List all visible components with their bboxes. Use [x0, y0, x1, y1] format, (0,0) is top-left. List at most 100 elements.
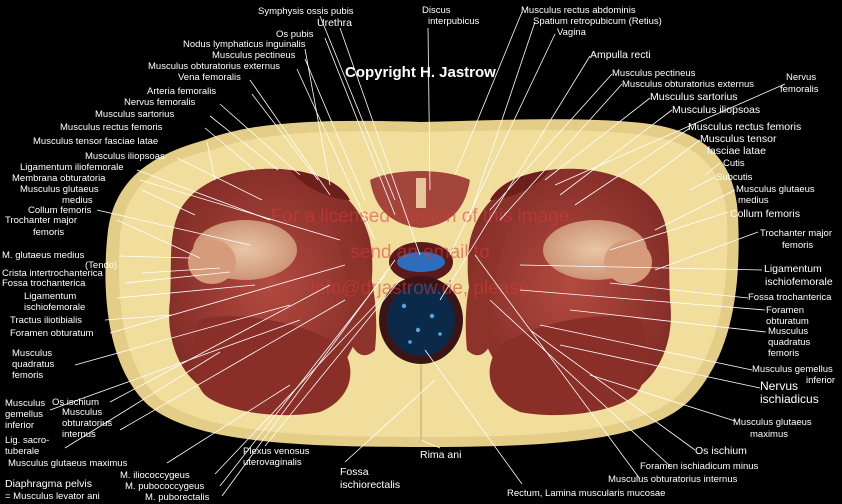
- label-cutis: Cutis: [723, 158, 745, 169]
- label-glutaeus-maximus-left: Musculus glutaeus maximus: [8, 458, 128, 469]
- label-urethra: Urethra: [317, 17, 352, 29]
- right-levator-band: [465, 230, 507, 356]
- label-spatium-retropubicum: Spatium retropubicum (Retius): [533, 16, 662, 27]
- label-vena-femoralis: Vena femoralis: [178, 72, 241, 83]
- label-discus-interpubicus-2: interpubicus: [428, 16, 479, 27]
- label-rima-ani: Rima ani: [420, 449, 461, 461]
- label-subcutis: Subcutis: [716, 172, 753, 183]
- left-levator-band: [335, 230, 377, 356]
- label-tractus-iliotibialis: Tractus iliotibialis: [10, 315, 82, 326]
- label-fossa-trochanterica-left: Fossa trochanterica: [2, 278, 86, 289]
- label-trochanter-major-left-1: Trochanter major: [5, 215, 77, 226]
- label-gemellus-inferior-left-2: gemellus: [5, 409, 43, 420]
- label-obturatorius-internus-left-2: obturatorius: [62, 418, 112, 429]
- label-quadratus-femoris-left-2: quadratus: [12, 359, 55, 370]
- label-trochanter-major-right-2: femoris: [782, 240, 813, 251]
- right-anterior-vessels: [490, 170, 550, 200]
- watermark-line-2: send an email to: [350, 242, 489, 263]
- label-rectus-femoris-right: Musculus rectus femoris: [688, 121, 801, 133]
- label-lig-sacrotuberale-1: Lig. sacro-: [5, 435, 49, 446]
- label-iliopsoas-right: Musculus iliopsoas: [672, 104, 760, 116]
- label-os-ischium-left: Os ischium: [52, 397, 99, 408]
- label-pectineus-right: Musculus pectineus: [612, 68, 696, 79]
- label-puborectalis: M. puborectalis: [145, 492, 210, 503]
- label-foramen-obturatum-right-2: obturatum: [766, 316, 809, 327]
- label-os-pubis: Os pubis: [276, 29, 314, 40]
- label-ligamentum-ischiofemorale-left-1: Ligamentum: [24, 291, 76, 302]
- label-rectus-abdominis: Musculus rectus abdominis: [521, 5, 636, 16]
- label-collum-femoris-right: Collum femoris: [730, 208, 800, 220]
- label-obturatorius-internus-left-3: internus: [62, 429, 96, 440]
- label-nervus-femoralis-left: Nervus femoralis: [124, 97, 196, 108]
- rectum-content-dot: [429, 313, 435, 319]
- label-foramen-obturatum-right-1: Foramen: [766, 305, 804, 316]
- label-glutaeus-maximus-right-2: maximus: [750, 429, 788, 440]
- label-pectineus-left: Musculus pectineus: [212, 50, 296, 61]
- label-nodus-lymphaticus: Nodus lymphaticus inguinalis: [183, 39, 306, 50]
- label-pubococcygeus: M. pubococcygeus: [125, 481, 204, 492]
- rectum-content-dot: [415, 327, 421, 333]
- label-glutaeus-medius-right-1: Musculus glutaeus: [736, 184, 815, 195]
- label-gemellus-inferior-left-3: inferior: [5, 420, 34, 431]
- label-obturatorius-internus-left-1: Musculus: [62, 407, 102, 418]
- watermark-line-3: info@drjastrow.de, please: [311, 278, 530, 299]
- label-crista-intertrochanterica: Crista intertrochanterica: [2, 268, 104, 279]
- label-tensor-fasciae-latae-right-1: Musculus tensor: [700, 133, 777, 145]
- label-arteria-femoralis: Arteria femoralis: [147, 86, 216, 97]
- right-trochanter: [604, 240, 652, 284]
- label-nervus-ischiadicus-2: ischiadicus: [760, 392, 819, 406]
- rectum-lumen: [387, 284, 455, 356]
- label-os-ischium-right: Os ischium: [695, 445, 747, 457]
- label-quadratus-femoris-right-2: quadratus: [768, 337, 811, 348]
- label-sartorius-left: Musculus sartorius: [95, 109, 174, 120]
- label-plexus-venosus-1: Plexus venosus: [243, 446, 310, 457]
- label-nervus-femoralis-right-1: Nervus: [786, 72, 816, 83]
- label-gemellus-inferior-right-1: Musculus gemellus: [752, 364, 833, 375]
- label-fossa-ischiorectalis-1: Fossa: [340, 466, 369, 478]
- discus-interpubicus: [416, 178, 426, 208]
- label-collum-femoris-left: Collum femoris: [28, 205, 92, 216]
- rectum-content-dot: [438, 332, 442, 336]
- label-lig-sacrotuberale-2: tuberale: [5, 446, 39, 457]
- label-ampulla-recti: Ampulla recti: [590, 49, 651, 61]
- label-sartorius-right: Musculus sartorius: [650, 91, 738, 103]
- label-fossa-ischiorectalis-2: ischiorectalis: [340, 479, 400, 491]
- label-rectum-lamina: Rectum, Lamina muscularis mucosae: [507, 488, 665, 499]
- copyright-text: Copyright H. Jastrow: [345, 64, 496, 81]
- label-tensor-fasciae-latae-right-2: fasciae latae: [707, 145, 766, 157]
- rectum-content-dot: [401, 303, 407, 309]
- label-glutaeus-medius-left-2: medius: [62, 195, 93, 206]
- label-iliococcygeus: M. iliococcygeus: [120, 470, 190, 481]
- label-glutaeus-medius-tendo-1: M. glutaeus medius: [2, 250, 85, 261]
- label-ligamentum-iliofemorale: Ligamentum iliofemorale: [20, 162, 124, 173]
- label-quadratus-femoris-left-1: Musculus: [12, 348, 52, 359]
- label-obturatorius-externus-left: Musculus obturatorius externus: [148, 61, 280, 72]
- label-glutaeus-medius-tendo-2: (Tendo): [85, 260, 117, 271]
- rectum-content-dot: [408, 340, 412, 344]
- left-anterior-vessels: [290, 170, 350, 200]
- label-trochanter-major-right-1: Trochanter major: [760, 228, 832, 239]
- label-foramen-obturatum-left: Foramen obturatum: [10, 328, 94, 339]
- label-quadratus-femoris-right-1: Musculus: [768, 326, 808, 337]
- left-trochanter: [188, 240, 236, 284]
- label-diaphragma-pelvis: Diaphragma pelvis: [5, 478, 92, 490]
- label-gemellus-inferior-right-2: inferior: [806, 375, 835, 386]
- right-gluteus-maximus: [489, 316, 648, 416]
- leader-lines: [49, 11, 786, 497]
- label-quadratus-femoris-left-3: femoris: [12, 370, 43, 381]
- label-tensor-fasciae-latae-left: Musculus tensor fasciae latae: [33, 136, 158, 147]
- label-glutaeus-medius-left-1: Musculus glutaeus: [20, 184, 99, 195]
- label-ligamentum-ischiofemorale-right-2: ischiofemorale: [765, 276, 833, 288]
- label-trochanter-major-left-2: femoris: [33, 227, 64, 238]
- label-gemellus-inferior-left-1: Musculus: [5, 398, 45, 409]
- label-iliopsoas-left: Musculus iliopsoas: [85, 151, 165, 162]
- label-levator-ani: = Musculus levator ani: [5, 491, 100, 502]
- label-ligamentum-ischiofemorale-right-1: Ligamentum: [764, 263, 822, 275]
- label-obturatorius-internus-right: Musculus obturatorius internus: [608, 474, 738, 485]
- label-vagina: Vagina: [557, 27, 587, 38]
- left-gluteus-maximus: [192, 316, 351, 416]
- label-rectus-femoris-left: Musculus rectus femoris: [60, 122, 163, 133]
- label-nervus-ischiadicus-1: Nervus: [760, 379, 798, 393]
- label-fossa-trochanterica-right: Fossa trochanterica: [748, 292, 832, 303]
